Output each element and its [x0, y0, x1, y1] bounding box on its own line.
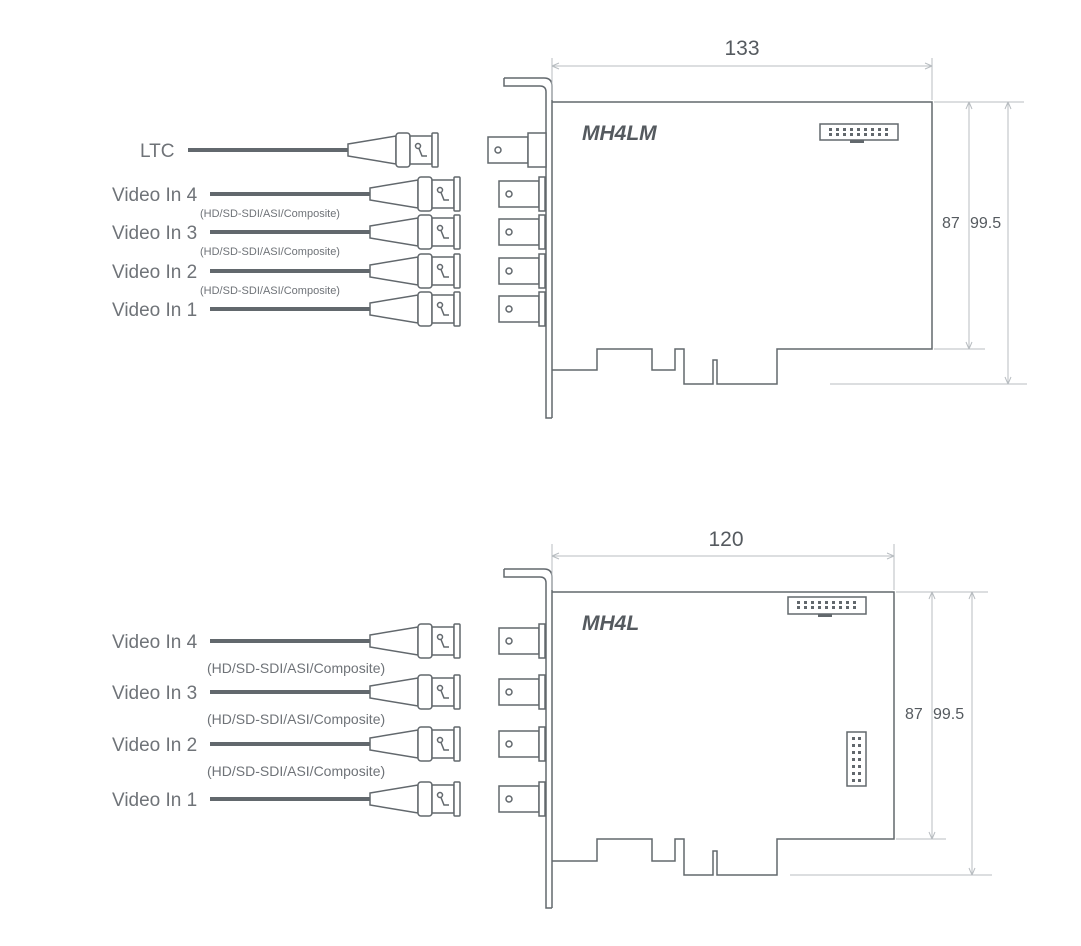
input-label: Video In 2 — [112, 735, 197, 756]
height-87-value: 87 — [905, 706, 923, 723]
bnc-jack — [498, 176, 546, 212]
signal-type-note: (HD/SD-SDI/ASI/Composite) — [207, 763, 385, 779]
pin-header-icon — [819, 123, 899, 143]
input-row: LTC — [140, 132, 547, 168]
pin-header-icon — [846, 731, 867, 787]
bnc-jack — [498, 674, 546, 710]
bnc-connector-icon — [369, 623, 461, 659]
height-dimension: 87 99.5 — [830, 101, 1027, 385]
signal-type-note: (HD/SD-SDI/ASI/Composite) — [207, 711, 385, 727]
bnc-connector-icon — [369, 176, 461, 212]
input-row: Video In 2 (HD/SD-SDI/ASI/Composite) — [112, 726, 546, 779]
input-row: Video In 3 (HD/SD-SDI/ASI/Composite) — [112, 674, 546, 727]
diagram-mh4l: MH4L 120 87 99.5 Video In 4 (HD/SD-SDI/AS… — [112, 528, 992, 909]
bnc-connector-icon — [369, 253, 461, 289]
bnc-connector-icon — [369, 674, 461, 710]
bnc-jack — [498, 623, 546, 659]
input-label: LTC — [140, 141, 174, 162]
input-rows: Video In 4(HD/SD-SDI/ASI/Composite)Video… — [112, 623, 546, 817]
bnc-connector-icon — [369, 726, 461, 762]
input-row: Video In 4(HD/SD-SDI/ASI/Composite) — [112, 176, 546, 220]
pcb-outline — [552, 591, 895, 876]
signal-type-note: (HD/SD-SDI/ASI/Composite) — [200, 246, 340, 258]
input-label: Video In 4 — [112, 632, 198, 653]
bnc-jack — [498, 214, 546, 250]
input-label: Video In 1 — [112, 790, 197, 811]
input-row: Video In 2(HD/SD-SDI/ASI/Composite) — [112, 253, 546, 297]
width-value: 120 — [708, 528, 743, 551]
input-row: Video In 3(HD/SD-SDI/ASI/Composite) — [112, 214, 546, 258]
pin-header-icon — [787, 596, 867, 617]
input-row: Video In 1 — [112, 781, 546, 817]
input-label: Video In 1 — [112, 300, 197, 321]
bnc-jack — [498, 726, 546, 762]
bnc-jack — [498, 781, 546, 817]
input-row: Video In 1 — [112, 291, 546, 327]
height-dimension: 87 99.5 — [790, 591, 992, 876]
signal-type-note: (HD/SD-SDI/ASI/Composite) — [200, 208, 340, 220]
height-99-value: 99.5 — [933, 706, 964, 723]
height-87-value: 87 — [942, 215, 960, 232]
input-label: Video In 2 — [112, 262, 197, 283]
signal-type-note: (HD/SD-SDI/ASI/Composite) — [200, 285, 340, 297]
bnc-connector-icon — [347, 132, 439, 168]
bnc-jack — [498, 291, 546, 327]
bnc-connector-icon — [369, 291, 461, 327]
input-label: Video In 3 — [112, 223, 197, 244]
width-dimension: 133 — [551, 37, 933, 100]
bnc-connector-icon — [369, 214, 461, 250]
input-label: Video In 3 — [112, 683, 197, 704]
height-99-value: 99.5 — [970, 215, 1001, 232]
bnc-jack — [487, 132, 547, 168]
bnc-jack — [498, 253, 546, 289]
model-name: MH4L — [582, 612, 639, 635]
signal-type-note: (HD/SD-SDI/ASI/Composite) — [207, 660, 385, 676]
model-name: MH4LM — [582, 122, 657, 145]
pcb-outline — [552, 101, 933, 385]
input-label: Video In 4 — [112, 185, 198, 206]
bnc-connector-icon — [369, 781, 461, 817]
input-row: Video In 4 (HD/SD-SDI/ASI/Composite) — [112, 623, 546, 676]
width-dimension: 120 — [551, 528, 895, 590]
width-value: 133 — [724, 37, 759, 60]
